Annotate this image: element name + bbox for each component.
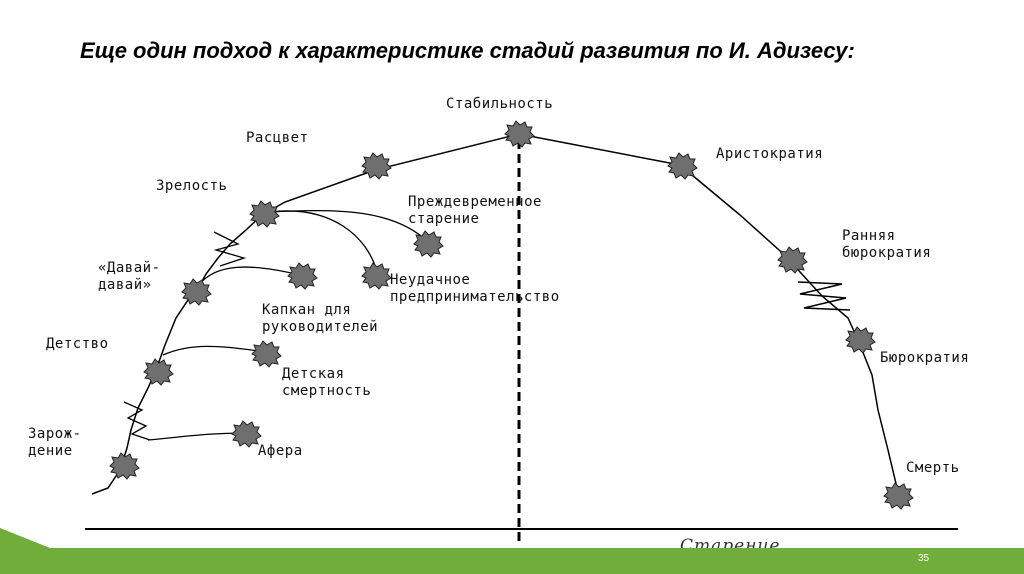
page-number: 35 xyxy=(918,553,930,564)
label-line: Детство xyxy=(46,336,109,352)
label-line: Аристократия xyxy=(716,146,824,162)
label-line: Смерть xyxy=(906,460,960,476)
marker-prime xyxy=(361,152,392,180)
label-line: руководителей xyxy=(262,319,379,335)
label-line: Детская xyxy=(282,366,345,382)
label-death: Смерть xyxy=(906,460,960,477)
label-line: Капкан для xyxy=(262,302,352,318)
marker-adolescence xyxy=(249,200,280,228)
branch-premature-aging xyxy=(269,209,429,243)
marker-infant-mortality xyxy=(251,340,282,368)
marker-unfulfilled xyxy=(361,262,392,290)
marker-founder-trap xyxy=(287,262,318,290)
branch-adventure xyxy=(147,432,246,441)
branch-infant-mortality xyxy=(162,345,266,356)
label-birth: Зарож-дение xyxy=(28,426,82,460)
label-childhood: Детство xyxy=(46,336,109,353)
marker-death xyxy=(883,482,914,510)
marker-bureaucracy xyxy=(845,326,876,354)
label-adolescence: Зрелость xyxy=(156,178,227,195)
label-line: Преждевременное xyxy=(408,194,542,210)
zigzag-bureaucracy xyxy=(797,281,851,311)
stage-markers xyxy=(109,120,914,510)
footer-bar xyxy=(0,548,1024,574)
branch-founder-trap xyxy=(197,266,301,287)
label-line: бюрократия xyxy=(842,245,932,261)
marker-childhood xyxy=(143,358,174,386)
marker-adventure xyxy=(231,420,262,448)
label-line: Бюрократия xyxy=(880,350,970,366)
label-line: Расцвет xyxy=(246,130,309,146)
label-line: «Давай- xyxy=(98,260,161,276)
label-line: давай» xyxy=(98,277,152,293)
label-line: дение xyxy=(28,443,73,459)
label-line: Ранняя xyxy=(842,228,896,244)
label-line: Зарож- xyxy=(28,426,82,442)
marker-birth xyxy=(109,452,140,480)
label-line: Зрелость xyxy=(156,178,228,194)
label-aristocracy: Аристократия xyxy=(716,146,823,163)
marker-early-bureaucracy xyxy=(777,246,808,274)
decline-curve xyxy=(518,133,899,493)
label-stability: Стабильность xyxy=(446,96,553,113)
label-line: Неудачное xyxy=(390,272,471,288)
label-gogo: «Давай-давай» xyxy=(98,260,161,294)
marker-premature-aging xyxy=(413,230,444,258)
label-line: старение xyxy=(408,211,480,227)
label-line: предпринимательство xyxy=(390,289,560,305)
label-line: Стабильность xyxy=(446,96,554,112)
marker-gogo xyxy=(181,278,212,306)
marker-stability xyxy=(504,120,535,148)
zigzag-birth-childhood xyxy=(123,401,151,441)
footer-corner xyxy=(0,528,50,548)
label-line: смертность xyxy=(282,383,372,399)
marker-aristocracy xyxy=(667,152,698,180)
label-bureaucracy: Бюрократия xyxy=(880,350,969,367)
label-adventure: Афера xyxy=(258,443,303,460)
label-line: Афера xyxy=(258,443,303,459)
slide-title: Еще один подход к характеристике стадий … xyxy=(80,38,855,63)
branch-unfulfilled xyxy=(269,210,379,276)
zigzag-childhood-gogo xyxy=(213,231,247,267)
label-prime: Расцвет xyxy=(246,130,309,147)
